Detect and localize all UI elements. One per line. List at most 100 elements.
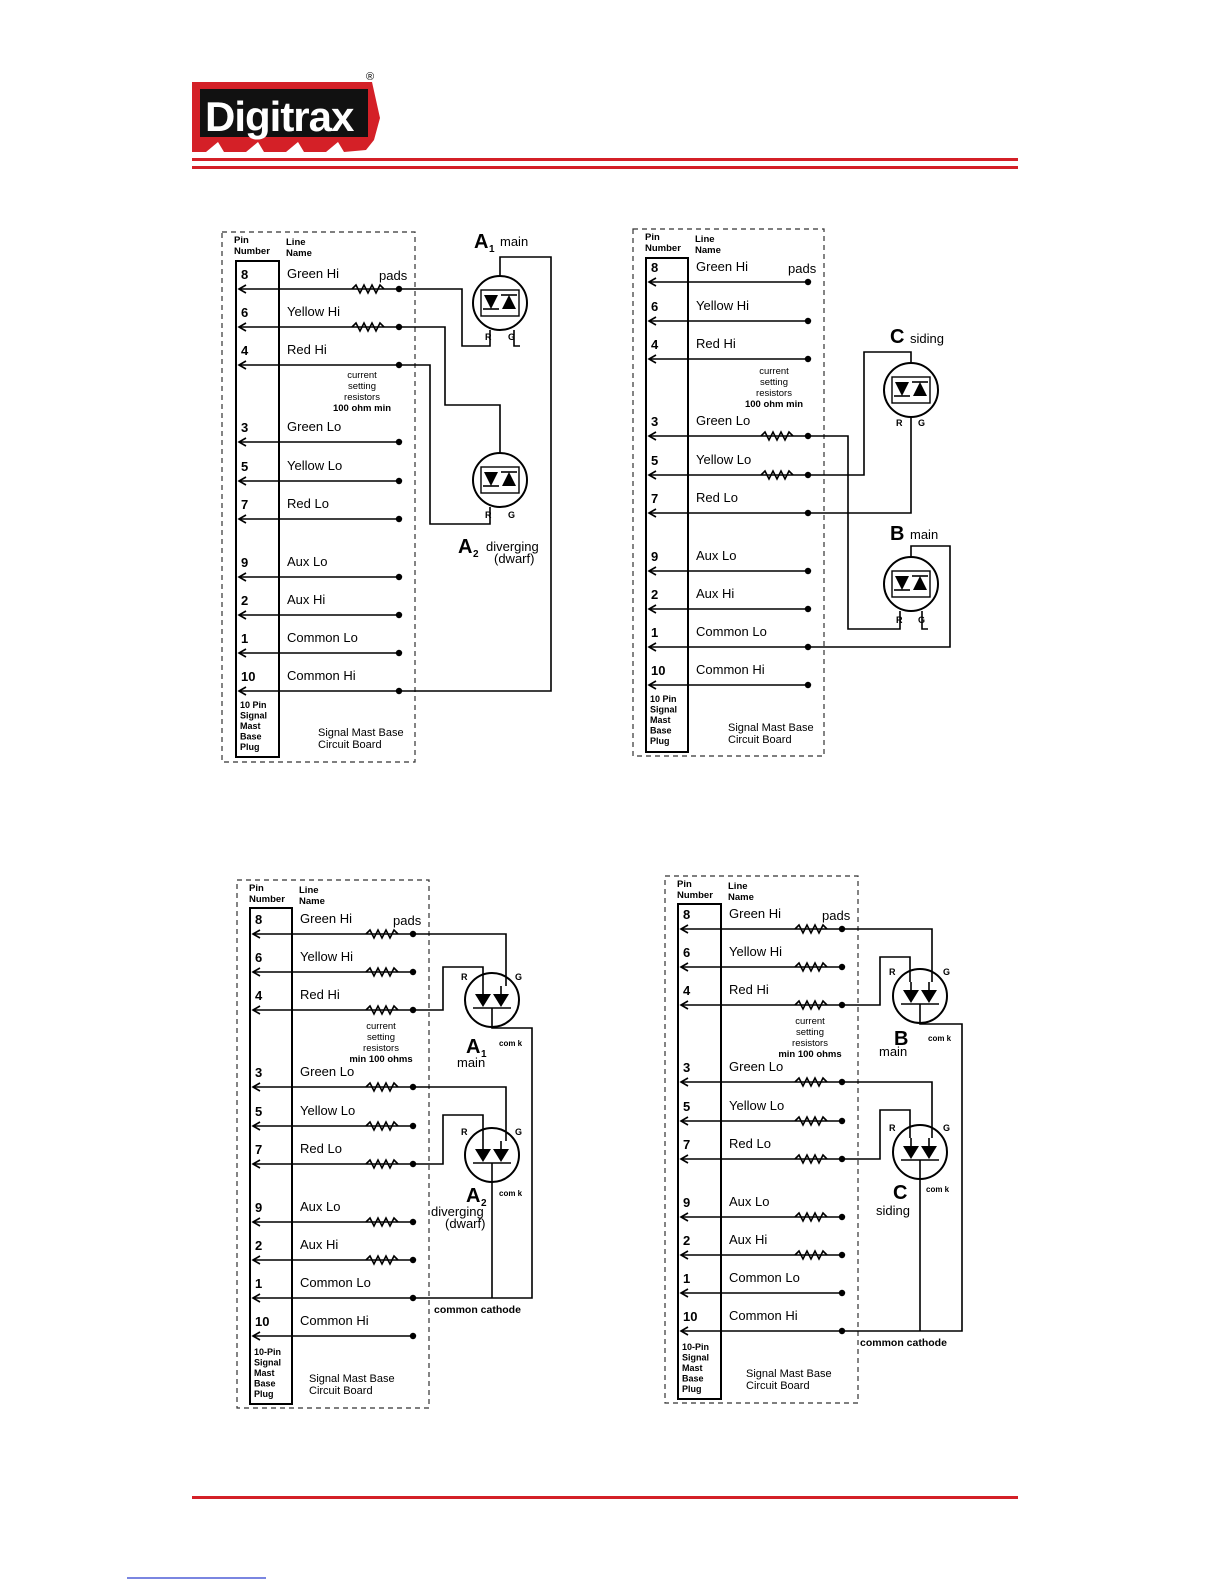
pin-arrow bbox=[647, 604, 657, 614]
line-name-label: Name bbox=[286, 248, 312, 259]
line-name-label: Line bbox=[299, 885, 319, 896]
plug-label: Mast bbox=[682, 1363, 703, 1373]
line-name: Common Lo bbox=[696, 624, 767, 639]
pin-number: 3 bbox=[651, 414, 658, 429]
pin-number: 2 bbox=[241, 593, 248, 608]
pin-arrow bbox=[679, 1288, 689, 1298]
pin-number: 9 bbox=[651, 549, 658, 564]
pads-label: pads bbox=[822, 908, 851, 923]
pin-arrow bbox=[237, 514, 247, 524]
pin-arrow bbox=[679, 1250, 689, 1260]
line-name: Yellow Lo bbox=[696, 452, 751, 467]
solder-pad bbox=[804, 355, 812, 363]
pin-number-label: Pin bbox=[645, 232, 660, 243]
pin-number: 6 bbox=[255, 950, 262, 965]
resistor-note: current bbox=[366, 1021, 396, 1032]
g-label: G bbox=[943, 1123, 950, 1133]
resistor bbox=[365, 1216, 399, 1228]
led-diode-green bbox=[502, 472, 516, 486]
pin-number: 2 bbox=[683, 1233, 690, 1248]
line-name: Red Hi bbox=[729, 982, 769, 997]
pin-arrow bbox=[237, 648, 247, 658]
wire bbox=[399, 256, 552, 692]
pin-arrow bbox=[679, 1212, 689, 1222]
pin-arrow bbox=[679, 1326, 689, 1336]
pin-number: 6 bbox=[651, 299, 658, 314]
registered-mark: ® bbox=[366, 71, 374, 83]
resistor bbox=[365, 928, 399, 940]
solder-pad bbox=[838, 1213, 846, 1221]
r-label: R bbox=[485, 510, 492, 520]
resistor bbox=[794, 999, 828, 1011]
board-label: Signal Mast Base bbox=[309, 1373, 395, 1385]
pin-number: 10 bbox=[651, 663, 665, 678]
wire bbox=[413, 966, 484, 1011]
g-label: G bbox=[508, 510, 515, 520]
board-label: Signal Mast Base bbox=[746, 1368, 832, 1380]
plug-label: Signal bbox=[650, 705, 677, 715]
pin-number: 9 bbox=[683, 1195, 690, 1210]
pin-header-box bbox=[645, 257, 689, 753]
pin-header-box bbox=[235, 260, 280, 758]
resistor bbox=[794, 923, 828, 935]
pads-label: pads bbox=[379, 268, 408, 283]
resistor bbox=[794, 1153, 828, 1165]
pin-number: 10 bbox=[255, 1314, 269, 1329]
signal-name: siding bbox=[876, 1203, 910, 1218]
wire bbox=[399, 364, 491, 525]
pin-number: 8 bbox=[255, 912, 262, 927]
pin-number-label: Number bbox=[677, 890, 713, 901]
plug-label: Mast bbox=[240, 721, 261, 731]
plug-label: Base bbox=[650, 726, 672, 736]
pin-arrow bbox=[679, 962, 689, 972]
solder-pad bbox=[838, 1289, 846, 1297]
line-name: Yellow Hi bbox=[287, 304, 340, 319]
led-frame bbox=[480, 466, 520, 494]
resistor-note: resistors bbox=[756, 388, 792, 399]
com-k-label: com k bbox=[499, 1039, 523, 1048]
line-name: Red Hi bbox=[300, 987, 340, 1002]
pin-arrow bbox=[647, 354, 657, 364]
line-name: Yellow Lo bbox=[300, 1103, 355, 1118]
com-k-label: com k bbox=[926, 1185, 950, 1194]
common-cathode-label: common cathode bbox=[860, 1337, 947, 1349]
wire bbox=[808, 417, 912, 514]
line-name: Green Hi bbox=[287, 266, 339, 281]
pin-number-label: Number bbox=[249, 894, 285, 905]
pin-number: 7 bbox=[255, 1142, 262, 1157]
resistor-note: current bbox=[759, 366, 789, 377]
line-name: Green Lo bbox=[729, 1059, 783, 1074]
pin-number: 7 bbox=[651, 491, 658, 506]
pin-arrow bbox=[647, 566, 657, 576]
board-label: Circuit Board bbox=[309, 1385, 373, 1397]
line-name: Yellow Hi bbox=[300, 949, 353, 964]
led-diode-green bbox=[913, 382, 927, 396]
resistor bbox=[351, 283, 385, 295]
resistor bbox=[794, 1076, 828, 1088]
pin-number: 3 bbox=[255, 1065, 262, 1080]
line-name: Green Hi bbox=[696, 259, 748, 274]
pin-arrow bbox=[647, 277, 657, 287]
pin-number-label: Pin bbox=[234, 235, 249, 246]
line-name: Yellow Hi bbox=[696, 298, 749, 313]
resistor bbox=[365, 1158, 399, 1170]
pin-number: 6 bbox=[241, 305, 248, 320]
pin-arrow bbox=[237, 686, 247, 696]
line-name-label: Line bbox=[728, 881, 748, 892]
pin-number: 1 bbox=[683, 1271, 690, 1286]
plug-label: Signal bbox=[254, 1358, 281, 1368]
pads-label: pads bbox=[393, 913, 422, 928]
g-label: G bbox=[515, 1127, 522, 1137]
signal-subscript: 1 bbox=[481, 1049, 487, 1060]
solder-pad bbox=[395, 438, 403, 446]
